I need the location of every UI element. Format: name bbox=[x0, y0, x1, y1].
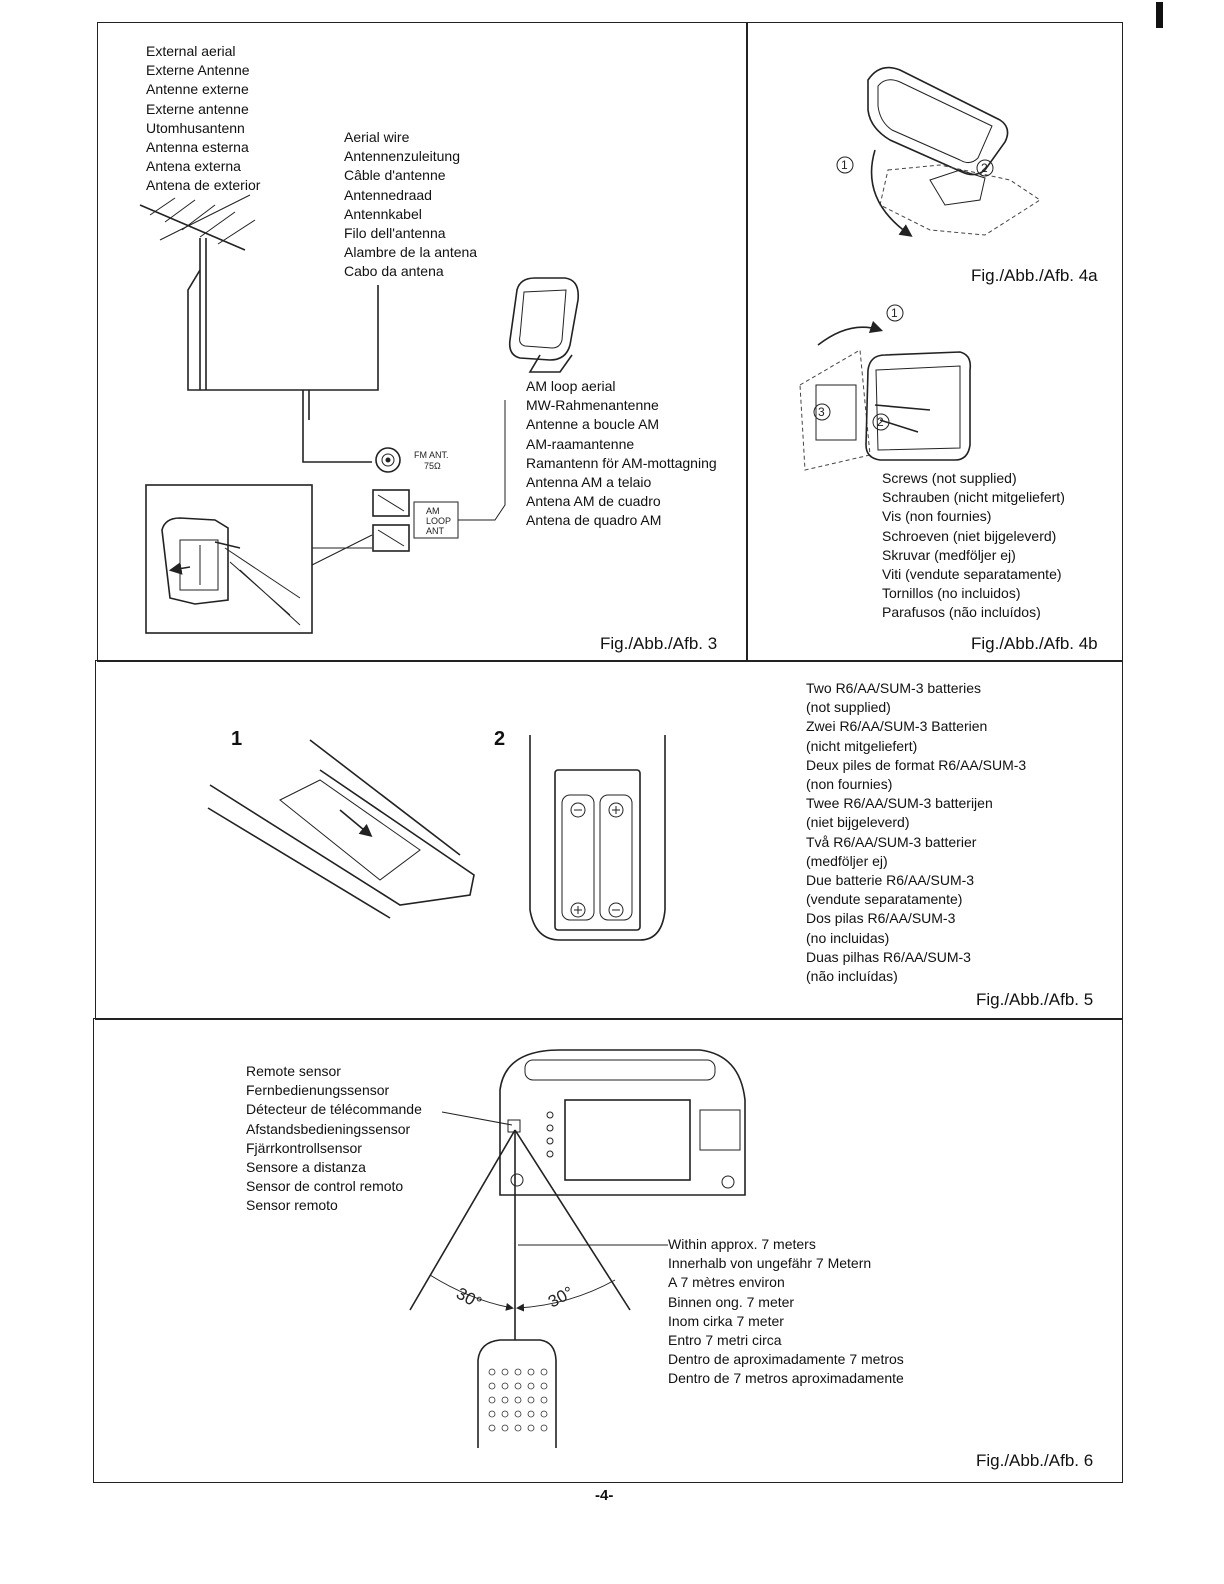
angle-right-label: 30° bbox=[545, 1283, 577, 1312]
page-number: -4- bbox=[595, 1487, 614, 1504]
fig5-step1: 1 bbox=[231, 728, 243, 750]
panel-fig4 bbox=[746, 22, 1123, 662]
am-loop-antenna-icon bbox=[508, 277, 580, 373]
fig5-caption: Fig./Abb./Afb. 5 bbox=[976, 990, 1094, 1009]
terminal-closeup-icon bbox=[161, 517, 301, 626]
angle-left-label: 30° bbox=[453, 1284, 485, 1313]
fig5-step2: 2 bbox=[494, 728, 506, 750]
fig4b-step3: 3 bbox=[818, 405, 825, 419]
fig3-caption: Fig./Abb./Afb. 3 bbox=[600, 634, 718, 653]
am-label-2: LOOP bbox=[426, 516, 451, 526]
fig4a-step1: 1 bbox=[841, 158, 848, 172]
fm-ohm-label: 75Ω bbox=[424, 461, 441, 471]
remote-control-icon bbox=[477, 1339, 557, 1448]
fig4b-step2: 2 bbox=[877, 415, 884, 429]
panel-fig3 bbox=[97, 22, 748, 662]
panel-fig6 bbox=[93, 1018, 1123, 1483]
am-label-3: ANT bbox=[426, 526, 445, 536]
fm-ant-label: FM ANT. bbox=[414, 450, 449, 460]
fig6-caption: Fig./Abb./Afb. 6 bbox=[976, 1451, 1094, 1470]
panel-fig5 bbox=[95, 660, 1123, 1020]
fig4b-diagram bbox=[799, 304, 972, 471]
fig4a-diagram bbox=[836, 66, 1041, 237]
fig4b-step1: 1 bbox=[891, 306, 898, 320]
yagi-antenna-icon bbox=[139, 194, 256, 390]
battery-labels: Two R6/AA/SUM-3 batteries(not supplied) … bbox=[806, 680, 1027, 985]
fig4b-caption: Fig./Abb./Afb. 4b bbox=[971, 634, 1098, 653]
remote-battery-cover-diagram bbox=[207, 739, 475, 919]
screws-labels: Screws (not supplied)Schrauben (nicht mi… bbox=[882, 470, 1065, 621]
remote-battery-compartment-diagram bbox=[529, 735, 666, 941]
am-label-1: AM bbox=[426, 506, 440, 516]
fm-jack-icon bbox=[375, 447, 401, 473]
stereo-unit-diagram bbox=[499, 1049, 746, 1196]
fig4a-step2: 2 bbox=[981, 161, 988, 175]
margin-bar bbox=[1156, 2, 1163, 28]
fig4a-caption: Fig./Abb./Afb. 4a bbox=[971, 266, 1098, 285]
